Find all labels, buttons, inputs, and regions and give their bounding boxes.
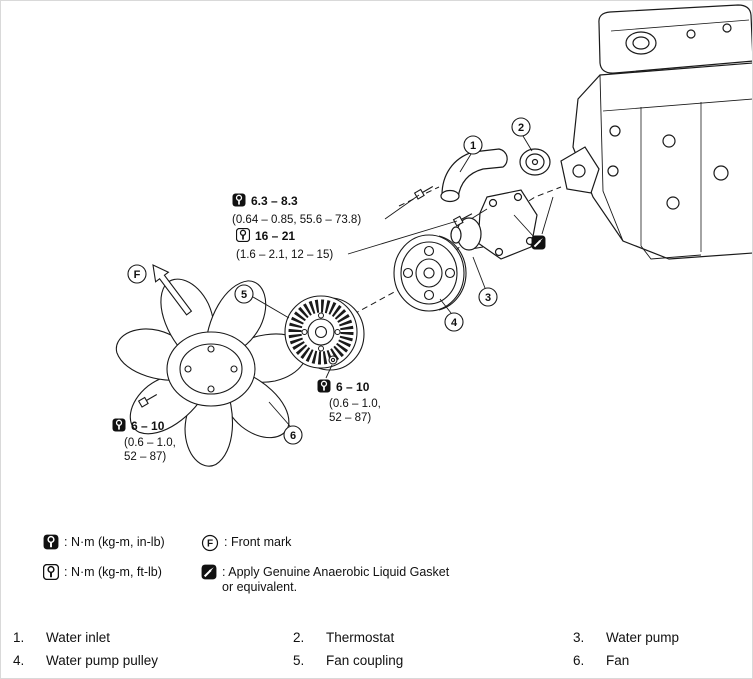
inlb-icon [317, 379, 331, 393]
legend-item-inlb: : N·m (kg-m, in-lb) [43, 534, 201, 550]
callout-5: 5 [234, 284, 254, 304]
legend-gasket-line1: : Apply Genuine Anaerobic Liquid Gasket [222, 565, 450, 579]
svg-text:6 – 10: 6 – 10 [131, 419, 165, 433]
legend-item-ftlb: : N·m (kg-m, ft-lb) [43, 564, 201, 580]
legend-gasket-line2: or equivalent. [222, 580, 298, 594]
svg-text:(0.64 – 0.85, 55.6 – 73.8): (0.64 – 0.85, 55.6 – 73.8) [232, 214, 361, 226]
part-number: 3. [573, 630, 585, 645]
ftlb-icon [43, 564, 59, 580]
front-mark-badge: F [127, 264, 147, 284]
water-inlet [440, 148, 508, 203]
svg-text:(0.6 – 1.0,: (0.6 – 1.0, [329, 398, 381, 410]
part-name: Thermostat [326, 630, 395, 645]
water-pump [450, 189, 538, 260]
gasket-marker [513, 196, 554, 250]
callout-leaders [252, 135, 533, 427]
part-number: 5. [293, 653, 305, 668]
legend-gasket-label: : Apply Genuine Anaerobic Liquid Gasket … [222, 565, 449, 595]
front-mark-arrow [152, 264, 193, 316]
inlb-icon [112, 418, 126, 432]
svg-text:4: 4 [451, 317, 458, 329]
part-name: Water inlet [46, 630, 111, 645]
torque-spec-inlet: 6.3 – 8.3 (0.64 – 0.85, 55.6 – 73.8) [232, 193, 420, 226]
svg-text:6: 6 [290, 430, 296, 442]
callout-1: 1 [463, 135, 483, 155]
part-name: Water pump pulley [46, 653, 159, 668]
part-item-1: 1. Water inlet [1, 630, 281, 645]
torque-spec-coupling: 6 – 10 (0.6 – 1.0, 52 – 87) [317, 364, 381, 424]
svg-text:(1.6 – 2.1, 12 – 15): (1.6 – 2.1, 12 – 15) [236, 249, 333, 261]
inlet-bolt [413, 186, 434, 200]
svg-text:5: 5 [241, 289, 247, 301]
water-pump-pulley [393, 234, 467, 312]
part-item-5: 5. Fan coupling [281, 653, 561, 668]
callout-4: 4 [444, 312, 464, 332]
part-item-6: 6. Fan [561, 653, 629, 668]
svg-text:1: 1 [470, 140, 476, 152]
svg-text:F: F [207, 539, 213, 550]
part-item-2: 2. Thermostat [281, 630, 561, 645]
thermostat [519, 148, 551, 176]
part-name: Fan [606, 653, 630, 668]
callout-6: 6 [283, 425, 303, 445]
svg-text:6.3 – 8.3: 6.3 – 8.3 [251, 194, 298, 208]
pump-bolt [452, 213, 473, 227]
coupling-nut [328, 355, 338, 365]
part-name: Fan coupling [326, 653, 404, 668]
inlb-icon [43, 534, 59, 550]
callout-2: 2 [511, 117, 531, 137]
svg-text:16 – 21: 16 – 21 [255, 229, 295, 243]
svg-text:52 – 87): 52 – 87) [329, 412, 371, 424]
legend-front-label: : Front mark [224, 535, 292, 549]
ftlb-icon [236, 228, 250, 242]
legend-inlb-label: : N·m (kg-m, in-lb) [64, 535, 165, 549]
part-item-4: 4. Water pump pulley [1, 653, 281, 668]
exploded-diagram: F 1 2 3 4 5 [112, 4, 752, 467]
front-mark-icon: F [201, 534, 219, 552]
gasket-icon [531, 235, 546, 250]
engine-block [560, 4, 752, 260]
part-name: Water pump [606, 630, 680, 645]
parts-list: 1. Water inlet 2. Thermostat 3. Water pu… [1, 630, 752, 676]
legend: : N·m (kg-m, in-lb) F : Front mark : N·m… [43, 534, 723, 608]
front-mark-letter: F [134, 269, 141, 281]
callout-3: 3 [478, 287, 498, 307]
torque-spec-pump: 16 – 21 (1.6 – 2.1, 12 – 15) [236, 220, 458, 261]
gasket-icon [201, 564, 217, 580]
part-number: 6. [573, 653, 585, 668]
fan-bolt [137, 394, 158, 408]
svg-text:3: 3 [485, 292, 491, 304]
legend-item-front-mark: F : Front mark [201, 534, 292, 552]
svg-text:6 – 10: 6 – 10 [336, 380, 370, 394]
inlb-icon [232, 193, 246, 207]
part-item-3: 3. Water pump [561, 630, 679, 645]
svg-text:(0.6 – 1.0,: (0.6 – 1.0, [124, 437, 176, 449]
part-number: 1. [13, 630, 25, 645]
fan-coupling [284, 295, 365, 371]
svg-text:52 – 87): 52 – 87) [124, 451, 166, 463]
svg-text:2: 2 [518, 122, 524, 134]
torque-spec-fan: 6 – 10 (0.6 – 1.0, 52 – 87) [112, 418, 176, 463]
legend-item-gasket: : Apply Genuine Anaerobic Liquid Gasket … [201, 564, 449, 595]
legend-ftlb-label: : N·m (kg-m, ft-lb) [64, 565, 162, 579]
part-number: 4. [13, 653, 25, 668]
part-number: 2. [293, 630, 305, 645]
